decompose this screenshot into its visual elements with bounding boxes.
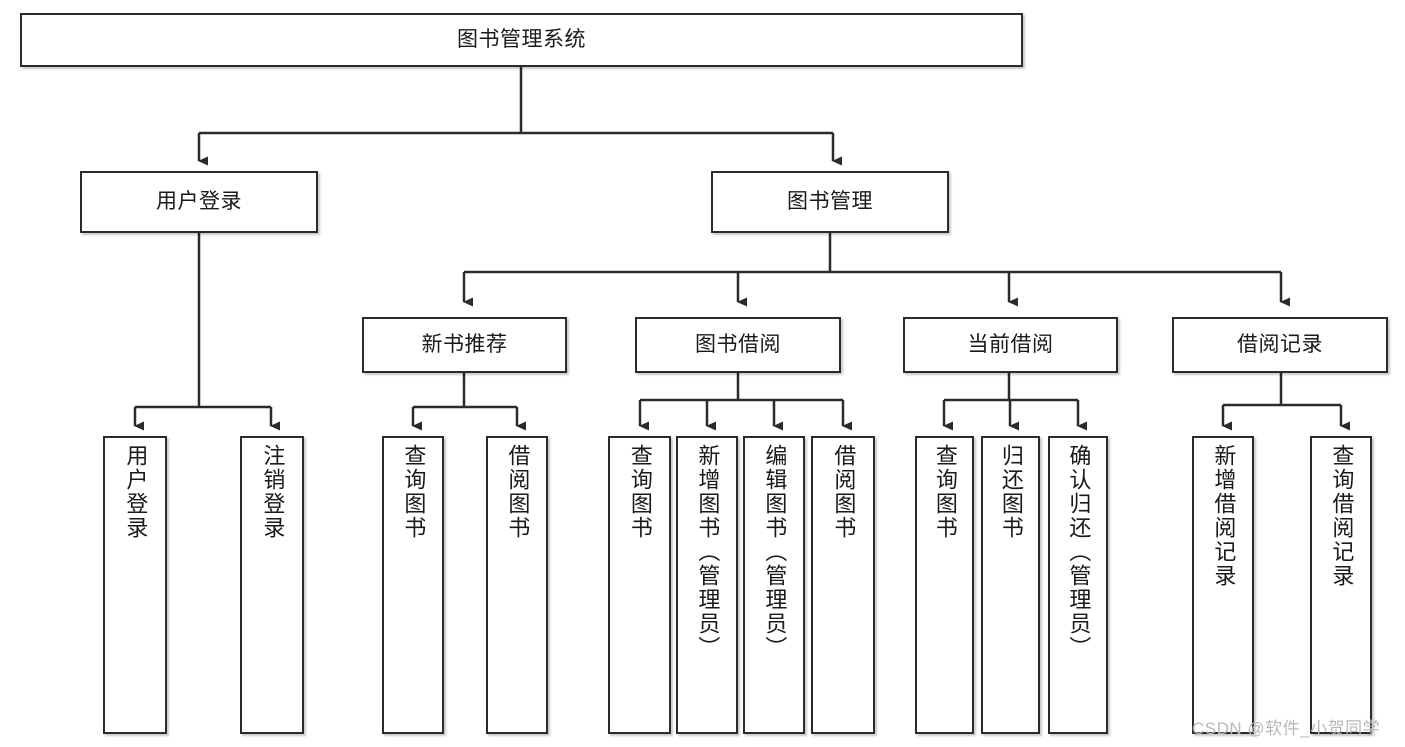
node-leaf-user-login-label: 用户登录 bbox=[123, 444, 149, 540]
node-leaf-add-book-label: 新增图书（管理员） bbox=[695, 444, 721, 660]
node-leaf-query-book-3[interactable]: 查询图书 bbox=[915, 436, 974, 734]
node-book-manage[interactable]: 图书管理 bbox=[711, 171, 949, 233]
node-leaf-confirm-return-label: 确认归还（管理员） bbox=[1066, 444, 1092, 660]
node-new-book-recommend[interactable]: 新书推荐 bbox=[362, 317, 567, 373]
node-leaf-edit-book-label: 编辑图书（管理员） bbox=[762, 444, 788, 660]
node-leaf-confirm-return[interactable]: 确认归还（管理员） bbox=[1048, 436, 1108, 734]
node-leaf-query-book-1[interactable]: 查询图书 bbox=[382, 436, 444, 734]
node-leaf-logout[interactable]: 注销登录 bbox=[240, 436, 304, 734]
node-leaf-add-book[interactable]: 新增图书（管理员） bbox=[676, 436, 738, 734]
node-leaf-return-book-label: 归还图书 bbox=[998, 444, 1024, 540]
node-borrow-record[interactable]: 借阅记录 bbox=[1172, 317, 1388, 373]
node-user-login[interactable]: 用户登录 bbox=[80, 171, 318, 233]
node-leaf-query-book-3-label: 查询图书 bbox=[932, 444, 958, 540]
node-leaf-logout-label: 注销登录 bbox=[260, 444, 286, 540]
node-user-login-label: 用户登录 bbox=[156, 190, 242, 214]
node-leaf-query-record[interactable]: 查询借阅记录 bbox=[1310, 436, 1372, 734]
node-leaf-user-login[interactable]: 用户登录 bbox=[103, 436, 167, 734]
node-leaf-borrow-book-1-label: 借阅图书 bbox=[505, 444, 531, 540]
node-leaf-edit-book[interactable]: 编辑图书（管理员） bbox=[743, 436, 805, 734]
node-leaf-borrow-book-2-label: 借阅图书 bbox=[831, 444, 857, 540]
node-leaf-add-record-label: 新增借阅记录 bbox=[1211, 444, 1237, 588]
node-leaf-query-book-1-label: 查询图书 bbox=[401, 444, 427, 540]
node-leaf-query-book-2[interactable]: 查询图书 bbox=[608, 436, 671, 734]
node-book-borrow[interactable]: 图书借阅 bbox=[635, 317, 841, 373]
node-current-borrow-label: 当前借阅 bbox=[967, 333, 1054, 357]
node-leaf-return-book[interactable]: 归还图书 bbox=[981, 436, 1040, 734]
node-book-borrow-label: 图书借阅 bbox=[695, 333, 781, 357]
node-leaf-query-record-label: 查询借阅记录 bbox=[1329, 444, 1355, 588]
node-book-manage-label: 图书管理 bbox=[787, 190, 873, 214]
node-root-label: 图书管理系统 bbox=[457, 28, 586, 52]
node-new-book-recommend-label: 新书推荐 bbox=[421, 333, 508, 357]
node-leaf-add-record[interactable]: 新增借阅记录 bbox=[1192, 436, 1254, 734]
node-borrow-record-label: 借阅记录 bbox=[1237, 333, 1323, 357]
node-root[interactable]: 图书管理系统 bbox=[20, 13, 1023, 67]
node-leaf-borrow-book-2[interactable]: 借阅图书 bbox=[811, 436, 875, 734]
node-leaf-query-book-2-label: 查询图书 bbox=[627, 444, 653, 540]
node-leaf-borrow-book-1[interactable]: 借阅图书 bbox=[486, 436, 548, 734]
node-current-borrow[interactable]: 当前借阅 bbox=[903, 317, 1118, 373]
